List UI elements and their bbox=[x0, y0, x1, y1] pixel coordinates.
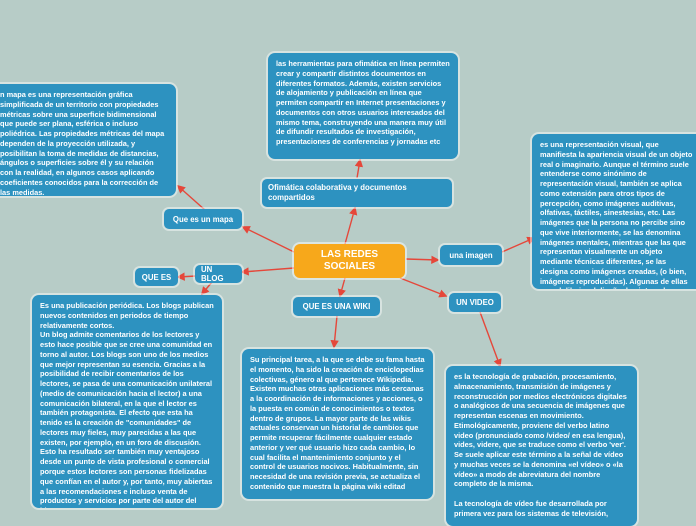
link-central-ofimatica bbox=[344, 206, 358, 245]
topic-wiki[interactable]: QUE ES UNA WIKI bbox=[293, 297, 380, 316]
mapa-description: n mapa es una representación gráfica sim… bbox=[0, 84, 176, 196]
video-description: es la tecnología de grabación, procesami… bbox=[446, 366, 637, 526]
link-blog-desc bbox=[200, 281, 213, 296]
topic-ofimatica[interactable]: Ofimática colaborativa y documentos comp… bbox=[262, 179, 452, 207]
link-imagen-desc bbox=[501, 236, 536, 253]
wiki-description: Su principal tarea, a la que se debe su … bbox=[242, 349, 433, 499]
imagen-description: es una representación visual, que manifi… bbox=[532, 134, 696, 289]
link-mapa-desc bbox=[176, 184, 206, 211]
link-central-video bbox=[399, 277, 448, 298]
topic-que-es[interactable]: QUE ES bbox=[135, 268, 178, 286]
central-title-line1: LAS REDES bbox=[320, 249, 379, 260]
topic-video[interactable]: UN VIDEO bbox=[449, 293, 501, 312]
link-central-wiki bbox=[337, 277, 346, 298]
link-video-desc bbox=[479, 311, 502, 368]
blog-description: Es una publicación periódica. Los blogs … bbox=[32, 295, 222, 508]
link-central-blog bbox=[240, 267, 295, 276]
topic-blog[interactable]: UN BLOG bbox=[195, 265, 242, 283]
central-topic[interactable]: LAS REDES SOCIALES bbox=[294, 244, 405, 278]
topic-mapa[interactable]: Que es un mapa bbox=[164, 209, 242, 229]
link-central-mapa bbox=[241, 226, 295, 253]
link-blog-queES bbox=[176, 272, 197, 281]
link-wiki-desc bbox=[330, 315, 339, 349]
central-title-line2: SOCIALES bbox=[323, 261, 376, 272]
topic-imagen[interactable]: una imagen bbox=[440, 245, 502, 265]
link-ofimatica-desc bbox=[354, 158, 364, 179]
ofimatica-description: las herramientas para ofimática en línea… bbox=[268, 53, 458, 159]
link-central-imagen bbox=[405, 255, 440, 264]
